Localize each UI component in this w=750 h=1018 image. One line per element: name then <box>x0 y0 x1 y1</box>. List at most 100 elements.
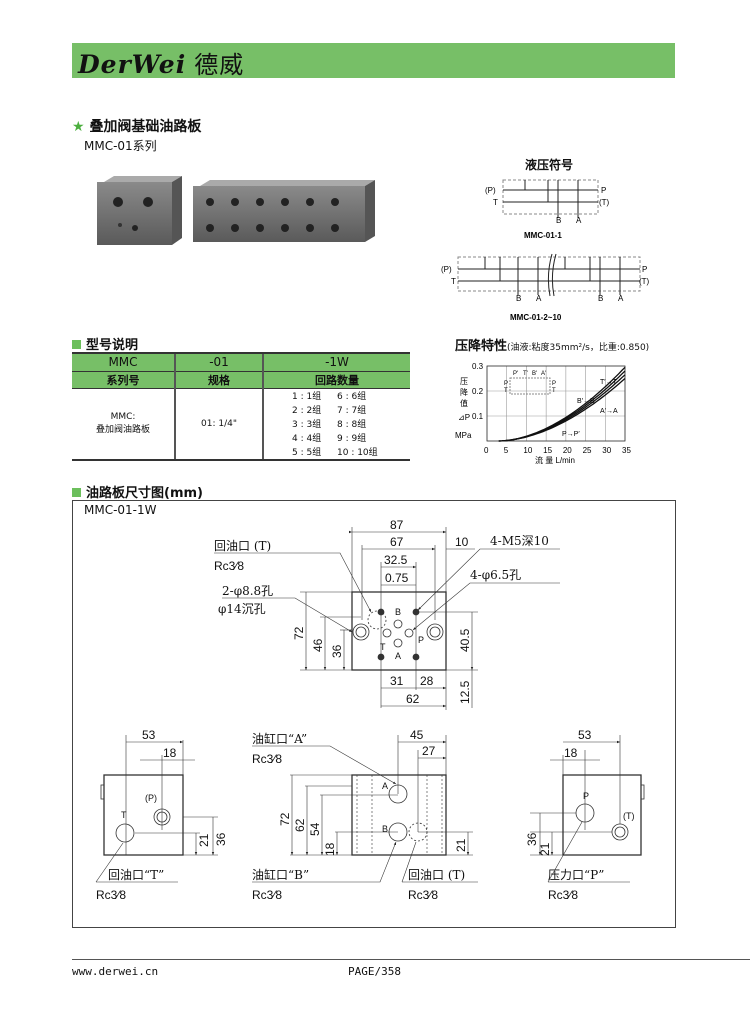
svg-text:(T): (T) <box>599 198 610 207</box>
product-title: ★ 叠加阀基础油路板 <box>72 119 202 135</box>
top-view <box>214 527 560 710</box>
svg-text:4-M5深10: 4-M5深10 <box>490 534 549 548</box>
svg-text:87: 87 <box>390 518 404 532</box>
svg-text:54: 54 <box>308 822 322 836</box>
svg-text:53: 53 <box>142 728 156 742</box>
dimension-drawing-frame <box>72 500 676 928</box>
svg-text:降: 降 <box>460 387 468 397</box>
page-number: PAGE/358 <box>348 965 401 978</box>
svg-text:10: 10 <box>455 535 469 549</box>
svg-text:A: A <box>618 294 624 303</box>
symbol-caption-1: MMC-01-1 <box>524 231 562 240</box>
svg-text:回油口 (T): 回油口 (T) <box>408 868 465 882</box>
svg-text:压力口“P”: 压力口“P” <box>548 868 604 882</box>
svg-text:Rc3⁄8: Rc3⁄8 <box>252 888 282 902</box>
svg-text:45: 45 <box>410 728 424 742</box>
svg-text:Rc3⁄8: Rc3⁄8 <box>548 888 578 902</box>
svg-text:(P): (P) <box>485 186 496 195</box>
svg-text:31: 31 <box>390 674 404 688</box>
svg-text:(T): (T) <box>639 277 650 286</box>
svg-text:B: B <box>516 294 521 303</box>
svg-text:B: B <box>382 824 388 834</box>
svg-text:⊿P: ⊿P <box>458 413 470 422</box>
x-tick-label: 25 <box>583 446 592 455</box>
series-label: B′→B <box>577 398 595 405</box>
svg-text:A: A <box>395 651 401 661</box>
svg-text:P: P <box>504 381 508 387</box>
svg-text:B: B <box>598 294 603 303</box>
svg-text:36: 36 <box>525 832 539 846</box>
svg-text:压: 压 <box>460 377 468 386</box>
svg-text:28: 28 <box>420 674 434 688</box>
svg-text:B: B <box>556 216 561 225</box>
y-tick-label: 0.3 <box>472 362 484 371</box>
svg-text:Rc3⁄8: Rc3⁄8 <box>252 752 282 766</box>
svg-text:72: 72 <box>278 812 292 826</box>
svg-text:T: T <box>493 198 498 207</box>
product-photo <box>97 176 375 245</box>
svg-text:A: A <box>576 216 582 225</box>
svg-text:T': T' <box>523 371 528 377</box>
x-tick-label: 15 <box>543 446 552 455</box>
svg-text:18: 18 <box>323 842 337 856</box>
footer-rule <box>72 959 750 960</box>
svg-text:(P): (P) <box>145 793 157 803</box>
svg-text:Rc3⁄8: Rc3⁄8 <box>96 888 126 902</box>
svg-text:67: 67 <box>390 535 404 549</box>
svg-text:21: 21 <box>197 833 211 847</box>
y-tick-label: 0.2 <box>472 387 484 396</box>
svg-text:Rc3⁄8: Rc3⁄8 <box>408 888 438 902</box>
model-title: 型号说明 <box>72 334 138 353</box>
svg-text:21: 21 <box>538 842 552 856</box>
svg-text:53: 53 <box>578 728 592 742</box>
svg-text:P: P <box>583 791 589 801</box>
svg-text:62: 62 <box>293 818 307 832</box>
svg-text:46: 46 <box>311 638 325 652</box>
svg-text:4-φ6.5孔: 4-φ6.5孔 <box>470 568 521 582</box>
svg-text:A: A <box>536 294 542 303</box>
svg-text:流 量 L/min: 流 量 L/min <box>535 455 575 465</box>
svg-text:T: T <box>380 642 386 652</box>
svg-text:40.5: 40.5 <box>458 628 472 652</box>
x-tick-label: 5 <box>504 446 509 455</box>
series-label: P→P′ <box>562 431 580 438</box>
footer-url[interactable]: www.derwei.cn <box>72 965 159 978</box>
svg-text:油缸口“A”: 油缸口“A” <box>252 731 307 746</box>
svg-text:2-φ8.8孔: 2-φ8.8孔 <box>222 584 273 598</box>
plot-frame <box>486 365 626 442</box>
svg-text:36: 36 <box>330 644 344 658</box>
svg-text:18: 18 <box>163 746 177 760</box>
svg-text:0.75: 0.75 <box>385 571 409 585</box>
svg-text:B: B <box>395 607 401 617</box>
svg-text:36: 36 <box>214 832 228 846</box>
pressure-title: 压降特性(油液:粘度35mm²/s，比重:0.850) <box>455 339 650 354</box>
svg-text:B': B' <box>532 371 537 377</box>
svg-text:32.5: 32.5 <box>384 553 408 567</box>
x-tick-label: 10 <box>523 446 532 455</box>
svg-text:18: 18 <box>564 746 578 760</box>
svg-text:P: P <box>642 265 647 274</box>
svg-text:MPa: MPa <box>455 431 472 440</box>
svg-text:P: P <box>552 381 556 387</box>
x-tick-label: 30 <box>602 446 611 455</box>
svg-text:72: 72 <box>292 626 306 640</box>
svg-text:T: T <box>121 810 127 820</box>
svg-text:A': A' <box>541 371 546 377</box>
series-label: T′→T <box>600 379 618 386</box>
svg-text:P': P' <box>513 371 518 377</box>
svg-text:油缸口“B”: 油缸口“B” <box>252 867 309 882</box>
x-tick-label: 0 <box>484 446 489 455</box>
svg-text:T: T <box>552 388 556 394</box>
svg-text:φ14沉孔: φ14沉孔 <box>218 602 266 616</box>
y-tick-label: 0.1 <box>472 412 484 421</box>
svg-text:回油口 (T): 回油口 (T) <box>214 539 271 553</box>
svg-text:P: P <box>418 635 424 645</box>
svg-text:值: 值 <box>460 398 468 408</box>
